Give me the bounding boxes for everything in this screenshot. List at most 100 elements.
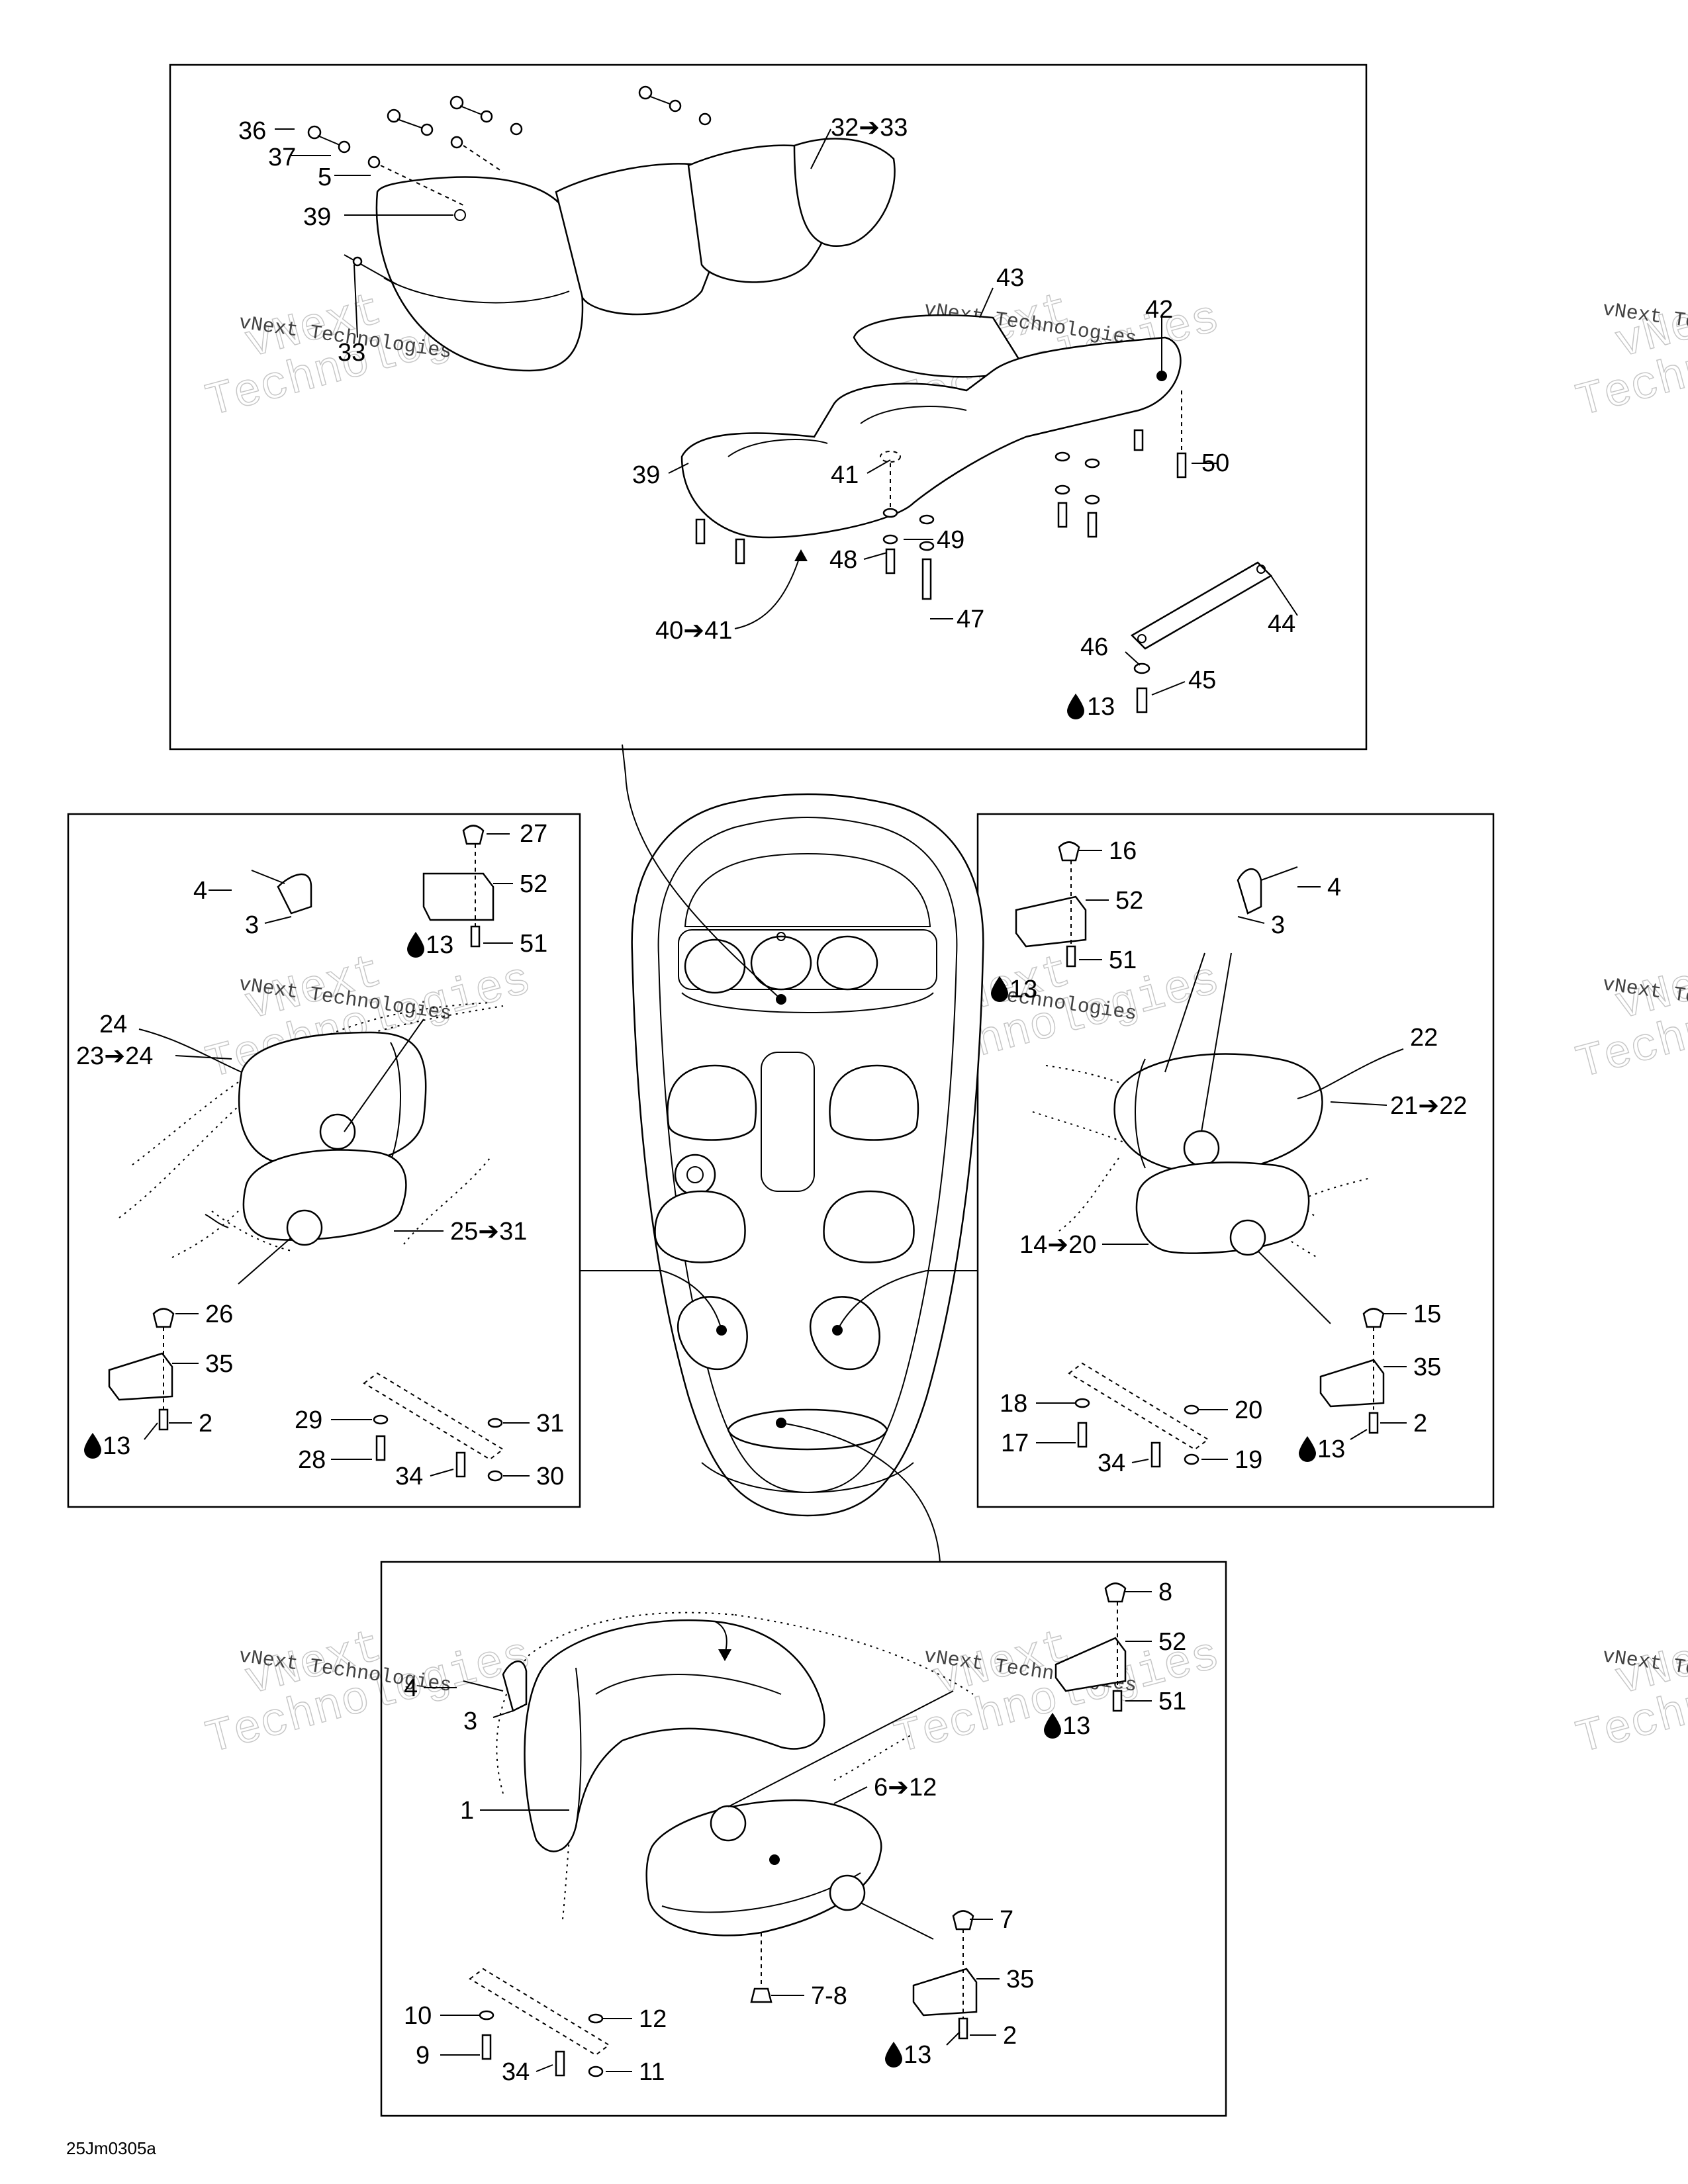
washer [367, 156, 381, 169]
backrest-end [375, 176, 584, 372]
detail-leader [860, 1902, 934, 1940]
washer [1055, 451, 1070, 462]
bolt-head [449, 95, 464, 110]
label-22: 22 [1410, 1024, 1438, 1052]
label-7: 7 [1000, 1906, 1013, 1934]
panel-left-frame [67, 813, 581, 1508]
rivet-head [352, 256, 363, 267]
cushion-detail-circle [1229, 1219, 1266, 1256]
seat-cushion [242, 1149, 407, 1241]
backrest-seam [383, 277, 570, 304]
leader [867, 459, 891, 474]
steering-hub [686, 1166, 704, 1183]
bracket-upper [422, 872, 494, 921]
label-36: 36 [238, 117, 266, 145]
support-strap [1130, 561, 1273, 650]
console-channel [761, 1052, 815, 1192]
panel-top: 36 37 5 39 33 32➔33 43 42 39 41 50 49 48… [238, 85, 1298, 721]
label-39-upper: 39 [303, 203, 331, 231]
panel-bottom: 8 52 4 3 51 13 1 6➔12 7 35 2 13 7-8 10 1… [404, 1578, 1186, 2086]
clip [277, 874, 312, 915]
backrest-side-seam [390, 1042, 401, 1162]
label-16: 16 [1109, 837, 1137, 865]
bolt [1057, 502, 1068, 528]
cushion-callout-dot [769, 1854, 780, 1865]
panel-right-frame [976, 813, 1495, 1508]
bolt [921, 558, 932, 600]
strap-dashed [469, 1968, 610, 2056]
bolt [470, 925, 481, 948]
label-43: 43 [996, 264, 1024, 292]
bolt [1368, 1412, 1379, 1434]
bolt-head [462, 825, 485, 845]
label-1: 1 [460, 1797, 474, 1825]
washer [450, 136, 463, 149]
clip [1237, 868, 1262, 915]
label-27: 27 [520, 820, 547, 848]
bolt [1077, 1422, 1088, 1448]
label-35: 35 [205, 1350, 233, 1378]
label-3: 3 [1271, 911, 1285, 939]
washer [1084, 494, 1100, 505]
backrest-segment-3 [793, 138, 896, 247]
seat-cushion-base [680, 336, 1182, 539]
loctite-drop-icon [885, 2042, 902, 2068]
cushion-seam-1 [727, 439, 828, 457]
label-29: 29 [295, 1406, 322, 1434]
rivet [251, 870, 285, 884]
label-10: 10 [404, 2002, 432, 2030]
bow-eye [776, 932, 786, 941]
label-47: 47 [957, 606, 984, 633]
label-52: 52 [520, 870, 547, 898]
label-34: 34 [1098, 1449, 1125, 1477]
rivet [463, 1680, 504, 1692]
detail-leader [1257, 1250, 1331, 1324]
cushion-detail-circle [829, 1874, 866, 1911]
front-left-seat [667, 1064, 757, 1141]
strap-hole [1256, 565, 1266, 574]
leader [833, 1786, 868, 1804]
rear-left-seat [677, 1296, 748, 1371]
washer [338, 140, 351, 154]
washer [480, 110, 493, 123]
label-23-24: 23➔24 [76, 1042, 153, 1070]
bolt [958, 2017, 968, 2040]
leader [175, 1055, 232, 1060]
leader [1131, 1459, 1149, 1463]
cushion-hole [880, 451, 901, 463]
stern-platform [701, 1462, 914, 1493]
plug [588, 2013, 604, 2024]
label-46: 46 [1080, 633, 1108, 661]
backrest [1113, 1053, 1323, 1174]
label-9: 9 [416, 2042, 430, 2070]
bolt [1176, 452, 1187, 478]
label-21-22: 21➔22 [1390, 1092, 1467, 1120]
washer [919, 541, 935, 551]
top-panel-callout [625, 774, 782, 1000]
detail-leader [238, 1237, 292, 1285]
label-24: 24 [99, 1011, 127, 1038]
label-6-12: 6➔12 [874, 1774, 937, 1801]
washer [882, 508, 898, 518]
diagram-reference-code: 25Jm0305a [66, 2138, 156, 2158]
stern-seat [727, 1408, 888, 1451]
label-17: 17 [1001, 1430, 1029, 1457]
panel-bottom-frame [380, 1561, 1227, 2117]
cushion-seam-2 [860, 406, 967, 424]
leader [810, 128, 831, 169]
screw [1150, 1441, 1161, 1468]
hull-contour-4 [1290, 1177, 1371, 1205]
rivet [1260, 866, 1298, 881]
label-7-8: 7-8 [811, 1982, 847, 2010]
right-panel-callout [837, 1270, 927, 1331]
label-50: 50 [1201, 449, 1229, 477]
label-49: 49 [937, 526, 964, 554]
screw [555, 2050, 565, 2077]
label-45: 45 [1188, 666, 1216, 694]
label-19: 19 [1235, 1446, 1262, 1474]
washer [479, 2010, 494, 2021]
bow-seat-front [681, 992, 934, 1013]
bolt-head [307, 125, 322, 140]
bolt [481, 2034, 492, 2060]
washer [420, 123, 434, 136]
